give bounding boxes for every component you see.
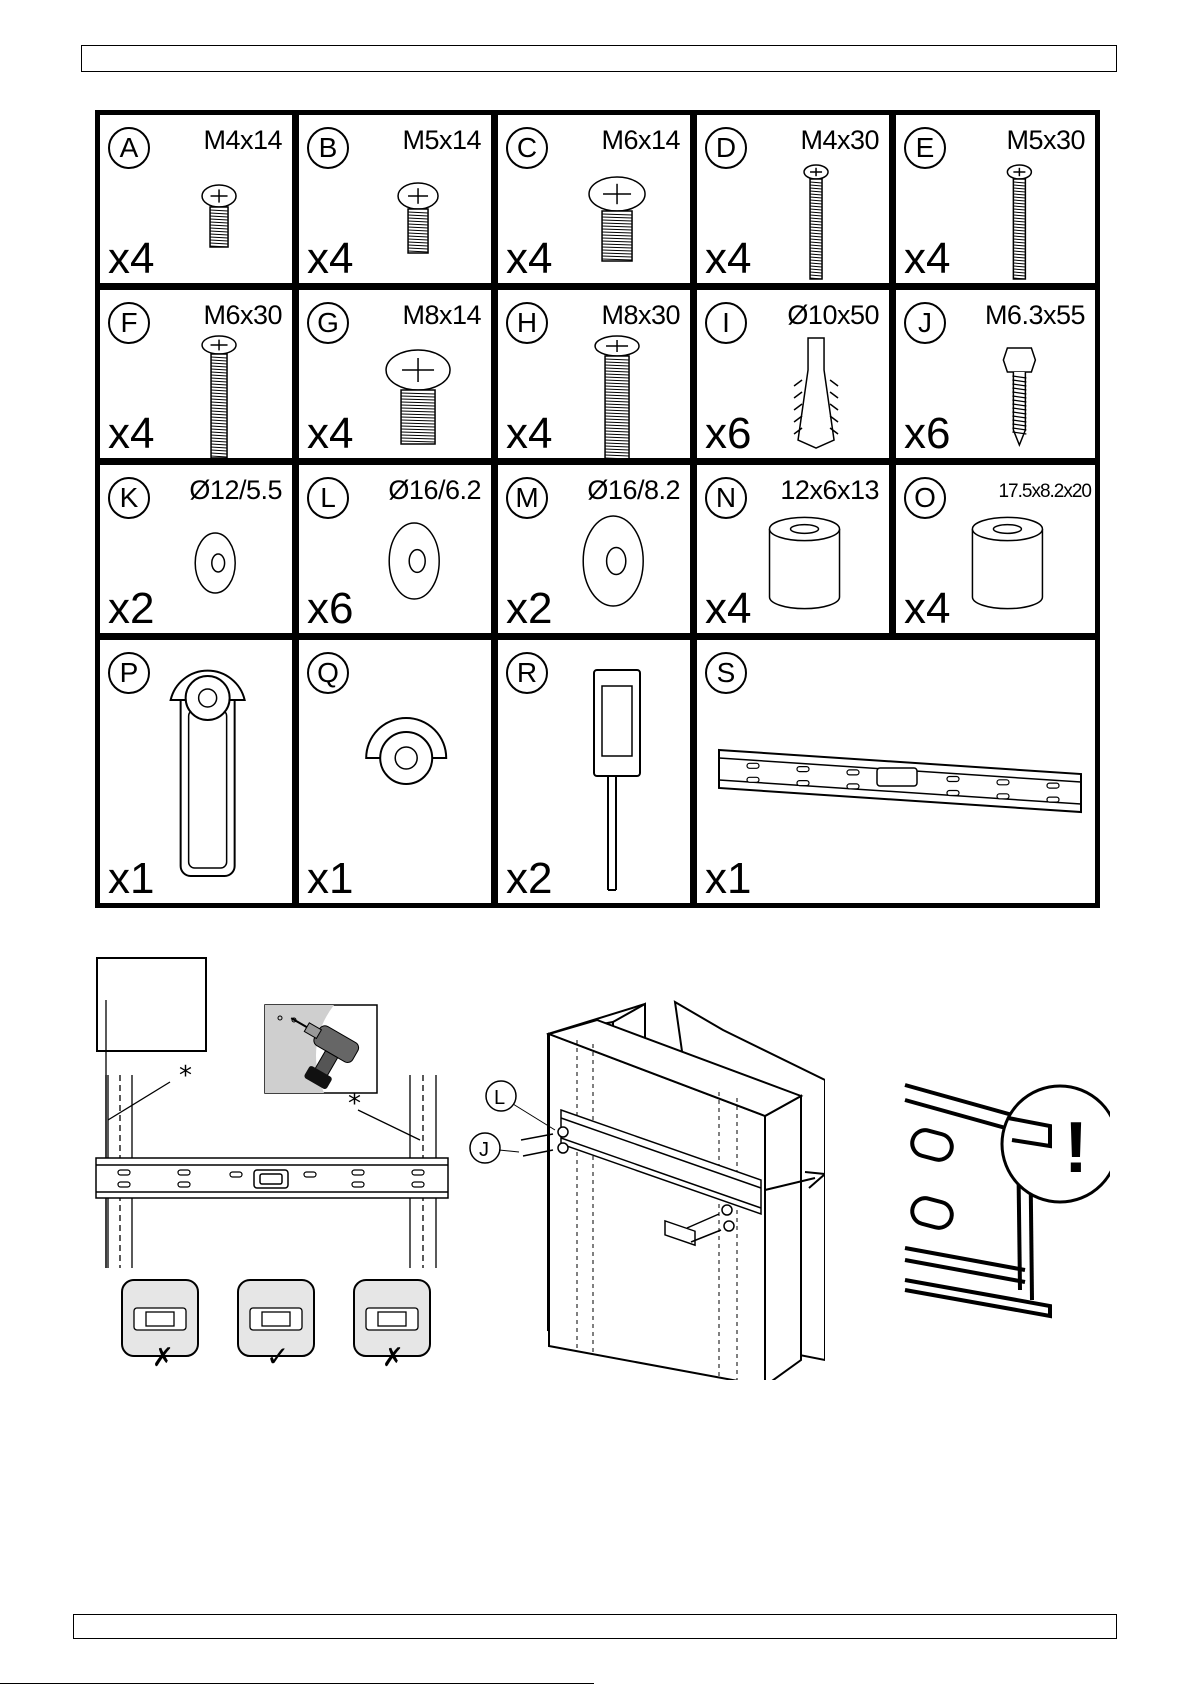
part-quantity: x2: [506, 587, 552, 631]
part-quantity: x4: [307, 412, 353, 456]
part-quantity: x4: [506, 412, 552, 456]
page-bottom-rule: [0, 1683, 594, 1684]
part-quantity: x4: [307, 237, 353, 281]
part-quantity: x4: [904, 587, 950, 631]
part-quantity: x6: [307, 587, 353, 631]
page-footer-bar: [73, 1614, 1117, 1639]
part-quantity: x4: [705, 237, 751, 281]
drill-inset-illustration: [264, 1004, 378, 1094]
part-quantity: x2: [506, 857, 552, 901]
callout-bolt-j: J: [479, 1139, 489, 1161]
part-drawing-wall-plate: [697, 640, 1095, 903]
part-quantity: x6: [705, 412, 751, 456]
plate-lip-detail-illustration: !: [900, 1080, 1110, 1330]
page-header-bar: [81, 45, 1117, 72]
part-quantity: x1: [108, 857, 154, 901]
part-quantity: x4: [108, 237, 154, 281]
part-quantity: x6: [904, 412, 950, 456]
wall-plate-mounting-illustration: L J: [465, 1000, 825, 1380]
part-quantity: x2: [108, 587, 154, 631]
level-mark-tilted-left: ✗: [152, 1343, 174, 1370]
part-quantity: x4: [705, 587, 751, 631]
part-quantity: x1: [307, 857, 353, 901]
part-quantity: x4: [108, 412, 154, 456]
callout-washer-l: L: [494, 1087, 505, 1109]
part-quantity: x1: [705, 857, 751, 901]
warning-symbol: !: [1064, 1108, 1088, 1188]
part-quantity: x4: [904, 237, 950, 281]
part-quantity: x4: [506, 237, 552, 281]
level-mark-level: ✓: [266, 1340, 289, 1370]
level-mark-tilted-right: ✗: [382, 1343, 404, 1370]
stud-marker-left: *: [179, 1061, 192, 1091]
